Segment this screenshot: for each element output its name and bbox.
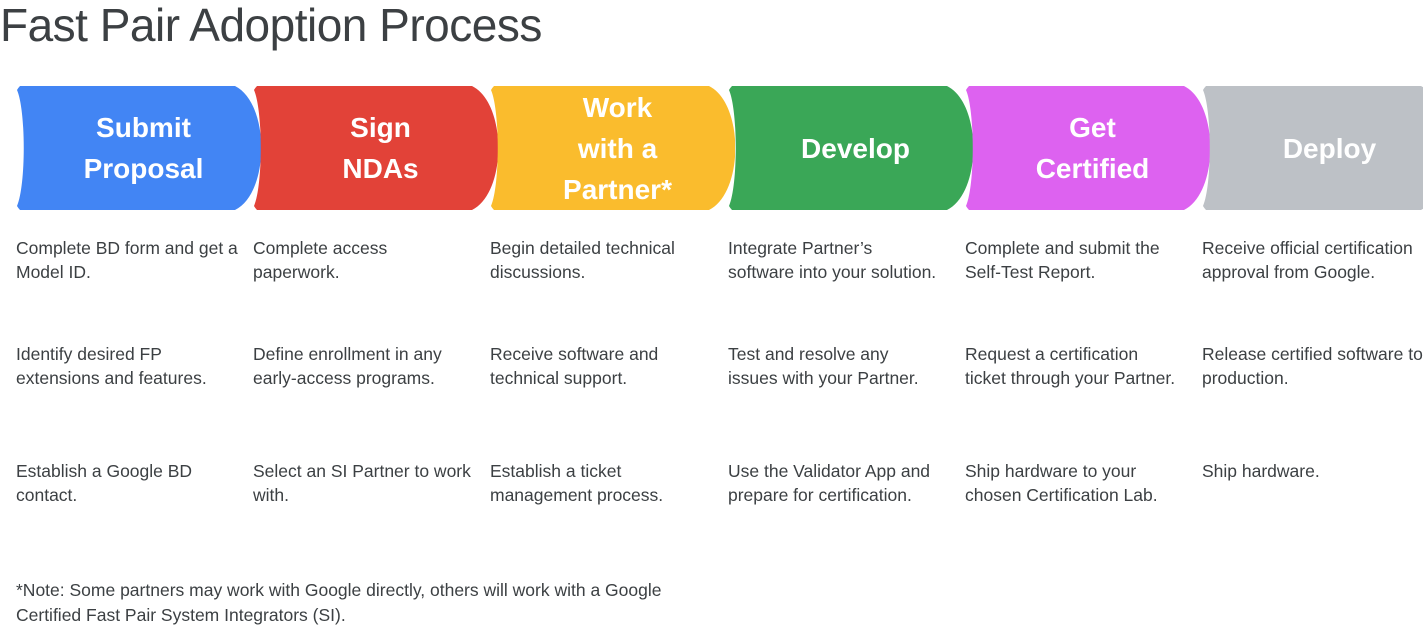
step-item: Define enrollment in any early-access pr… — [253, 344, 442, 388]
step-item: Begin detailed technical discussions. — [490, 238, 675, 282]
footnote-note: *Note: Some partners may work with Googl… — [16, 580, 662, 625]
step-item: Complete and submit the Self-Test Report… — [965, 238, 1160, 282]
chevron-step-4[interactable]: Develop — [712, 86, 973, 210]
step-item: Identify desired FP extensions and featu… — [16, 344, 207, 388]
step-item: Request a certification ticket through y… — [965, 344, 1176, 388]
chevron-fill — [254, 86, 498, 210]
chevron-label: Submit Proposal — [83, 112, 204, 184]
chevron-fill — [17, 86, 261, 210]
chevron-fill — [966, 86, 1210, 210]
chevron-label: Develop — [801, 132, 910, 164]
chevron-shape — [729, 86, 973, 210]
chevron-fill — [1203, 86, 1423, 210]
chevron-step-3[interactable]: Work with a Partner* — [474, 86, 735, 210]
step-item: Release certified software to production… — [1202, 344, 1423, 388]
process-chevron-band: Submit Proposal Sign NDAs Work with a Part… — [0, 86, 1423, 210]
step-item: Test and resolve any issues with your Pa… — [728, 344, 919, 388]
chevron-shape — [966, 86, 1210, 210]
chevron-label: Get Certified — [1035, 112, 1150, 184]
chevron-label: Deploy — [1282, 132, 1377, 164]
process-step-columns: Complete BD form and get a Model ID. Iden… — [0, 236, 1423, 536]
step-item: Ship hardware to your chosen Certificati… — [965, 461, 1158, 505]
step-item: Ship hardware. — [1202, 461, 1320, 481]
chevron-shape — [254, 86, 498, 210]
chevron-label: Sign NDAs — [342, 112, 419, 184]
chevron-shape — [491, 86, 735, 210]
chevron-fill — [729, 86, 973, 210]
chevron-step-5[interactable]: Get Certified — [949, 86, 1210, 210]
step-item: Integrate Partner’s software into your s… — [728, 238, 937, 282]
page-title: Fast Pair Adoption Process — [0, 0, 542, 51]
step-item: Complete access paperwork. — [253, 238, 388, 282]
chevron-label: Work with a Partner* — [563, 91, 672, 205]
chevron-fill — [491, 86, 735, 210]
step-item: Use the Validator App and prepare for ce… — [728, 461, 931, 505]
chevron-step-2[interactable]: Sign NDAs — [237, 86, 498, 210]
chevron-step-1[interactable]: Submit Proposal — [0, 86, 261, 210]
step-item: Establish a ticket management process. — [490, 461, 664, 505]
step-item: Establish a Google BD contact. — [16, 461, 193, 505]
step-item: Receive official certification approval … — [1202, 238, 1413, 282]
chevron-shape — [1203, 86, 1423, 210]
chevron-step-6[interactable]: Deploy — [1186, 86, 1423, 210]
step-item: Receive software and technical support. — [490, 344, 659, 388]
step-item: Select an SI Partner to work with. — [253, 461, 471, 505]
step-item: Complete BD form and get a Model ID. — [16, 238, 238, 282]
chevron-shape — [17, 86, 261, 210]
